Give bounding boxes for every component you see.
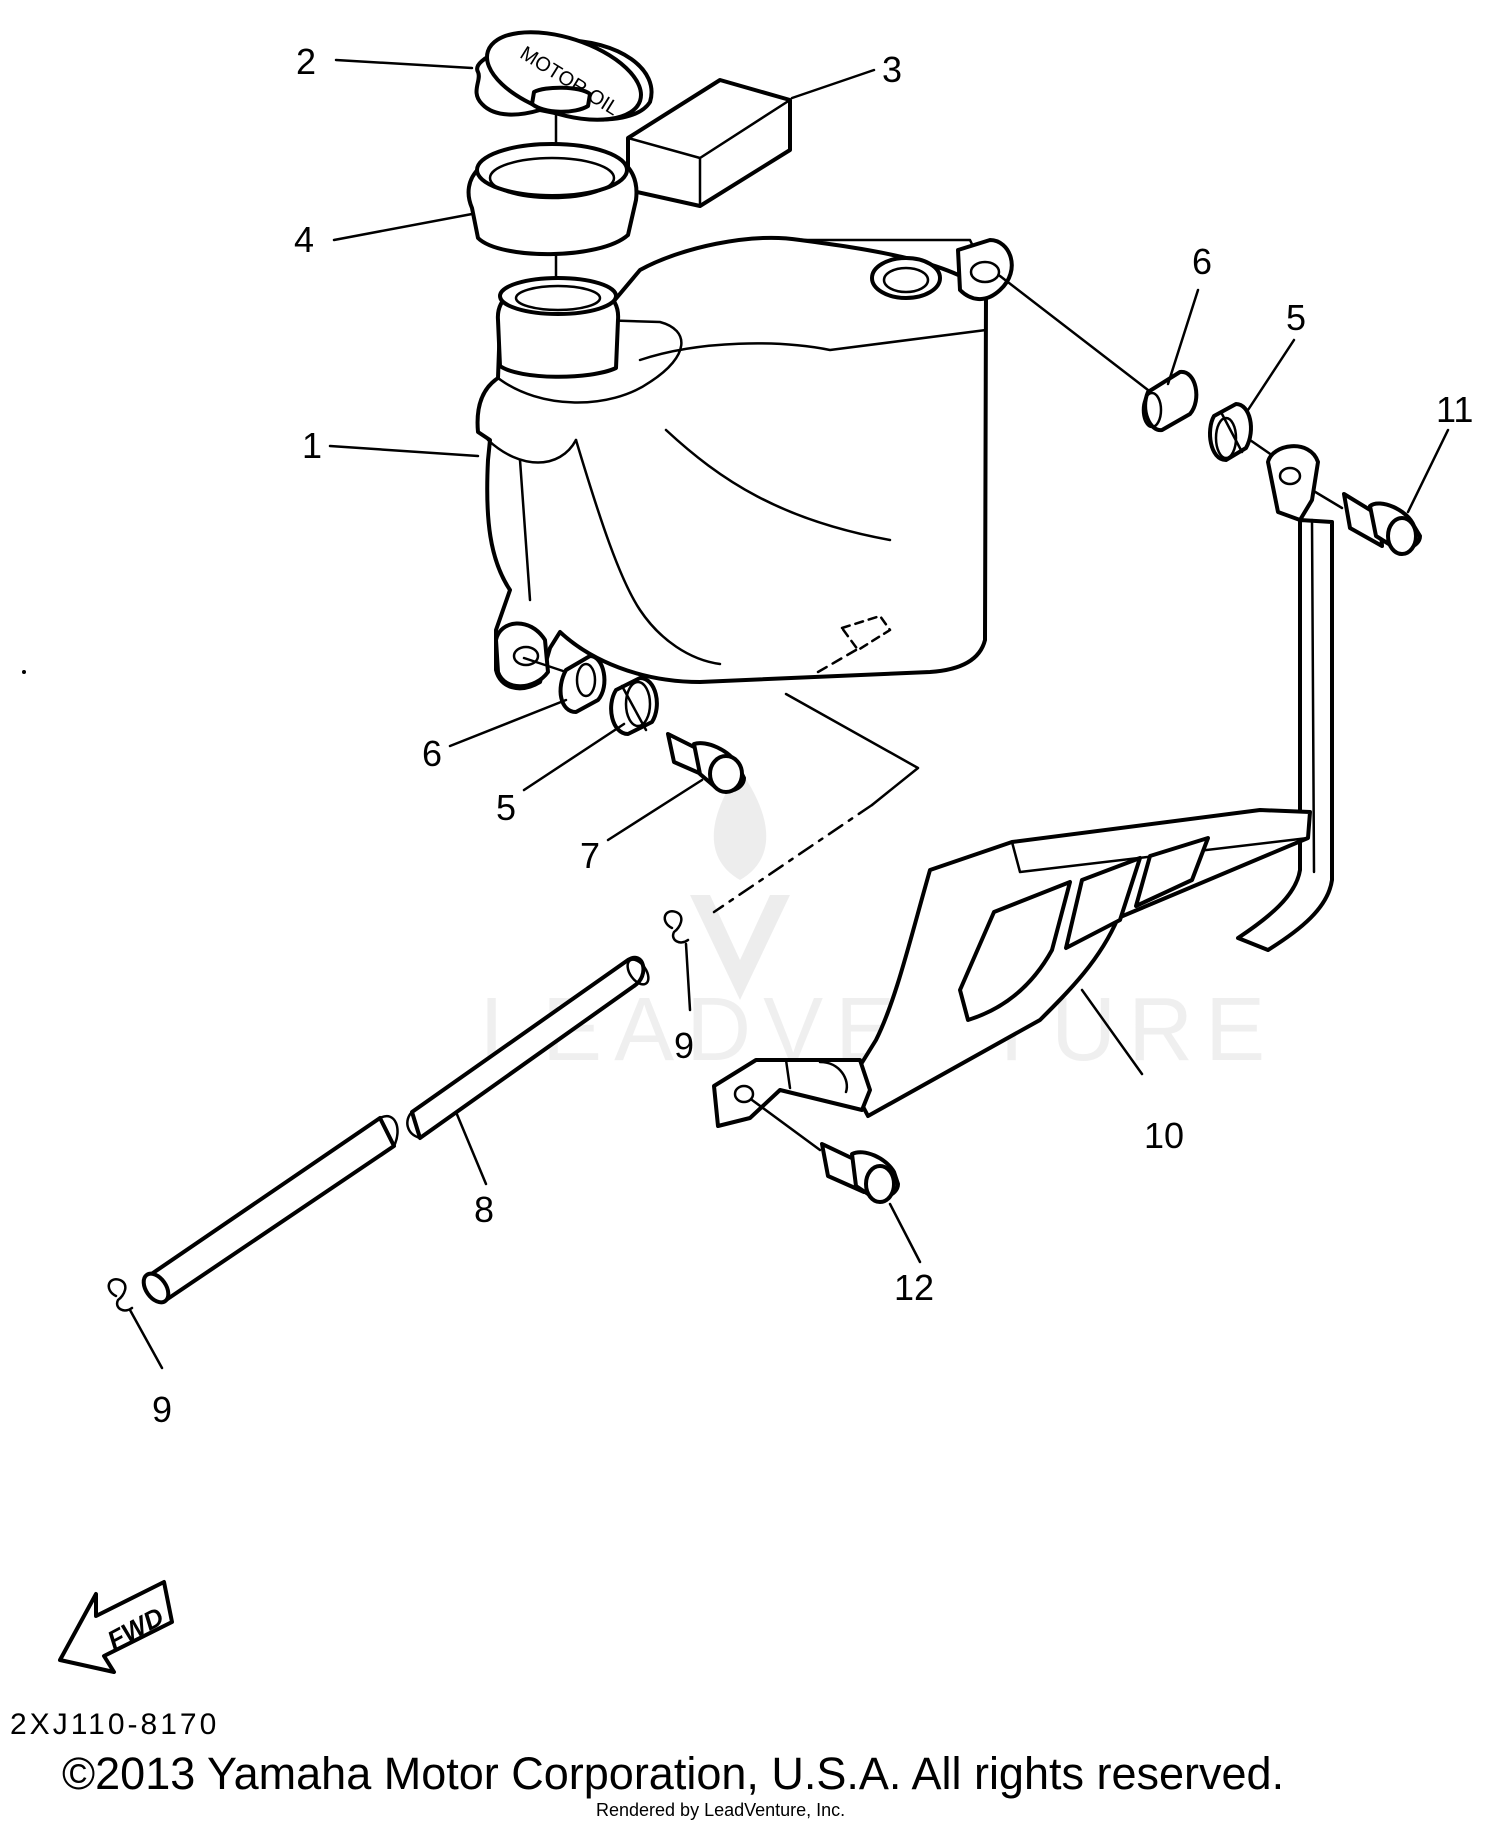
oil-tank	[475, 235, 1014, 691]
diagram-code: 2XJ110-8170	[10, 1708, 220, 1741]
lower-damper	[609, 676, 659, 736]
callout-10: 10	[1144, 1115, 1184, 1156]
callout-5-upper: 5	[1286, 297, 1306, 338]
leader-11	[1406, 428, 1450, 514]
leader-8	[454, 1110, 488, 1186]
leader-5-upper	[1246, 338, 1296, 412]
callout-11: 11	[1436, 389, 1473, 430]
bracket-10-line	[1080, 988, 1144, 1076]
callout-9-lower: 9	[152, 1389, 172, 1430]
bolt-7	[666, 732, 746, 794]
callout-12: 12	[894, 1267, 934, 1308]
clip-9-lower-line	[128, 1308, 164, 1370]
rendered-by-notice: Rendered by LeadVenture, Inc.	[596, 1800, 846, 1820]
leader-3	[790, 68, 876, 100]
bolt-12	[820, 1142, 900, 1204]
callout-2: 2	[296, 41, 316, 82]
oil-cap: MOTOR OIL	[474, 30, 654, 122]
callout-1: 1	[302, 425, 322, 466]
leader-5-lower	[522, 722, 626, 792]
clip-9-upper	[663, 910, 690, 944]
callout-7: 7	[580, 835, 600, 876]
callout-3: 3	[882, 49, 902, 90]
stray-mark	[22, 670, 26, 674]
bolt-12-line	[888, 1202, 922, 1264]
lower-mount-line	[522, 656, 568, 674]
clip-9-lower	[107, 1278, 134, 1312]
hose-link-line	[784, 692, 920, 807]
upper-mount-line	[998, 274, 1150, 392]
filler-grommet	[466, 142, 639, 257]
leader-7	[606, 778, 704, 842]
callout-6-lower: 6	[422, 733, 442, 774]
callout-9-upper: 9	[674, 1025, 694, 1066]
hose-link-dashed	[712, 803, 874, 914]
watermark-logo	[690, 770, 790, 1000]
callout-5-lower: 5	[496, 787, 516, 828]
callout-6-upper: 6	[1192, 241, 1212, 282]
callout-8: 8	[474, 1189, 494, 1230]
fwd-arrow: FWD	[58, 1580, 174, 1674]
leader-2	[334, 58, 474, 70]
hose-8	[141, 955, 650, 1305]
upper-collar	[1141, 370, 1199, 433]
upper-damper	[1208, 402, 1253, 462]
bolt-12-mount-line	[750, 1098, 822, 1152]
bracket-10	[712, 444, 1334, 1128]
bolt-11	[1342, 492, 1422, 556]
leader-6-upper	[1166, 288, 1200, 386]
leader-1	[328, 444, 480, 458]
leader-6-lower	[448, 698, 568, 748]
copyright-notice: ©2013 Yamaha Motor Corporation, U.S.A. A…	[62, 1748, 1285, 1799]
clip-9-upper-line	[684, 942, 692, 1012]
block-pad	[626, 78, 792, 208]
leader-4	[332, 212, 474, 242]
lower-collar	[558, 654, 607, 714]
callout-4: 4	[294, 219, 314, 260]
